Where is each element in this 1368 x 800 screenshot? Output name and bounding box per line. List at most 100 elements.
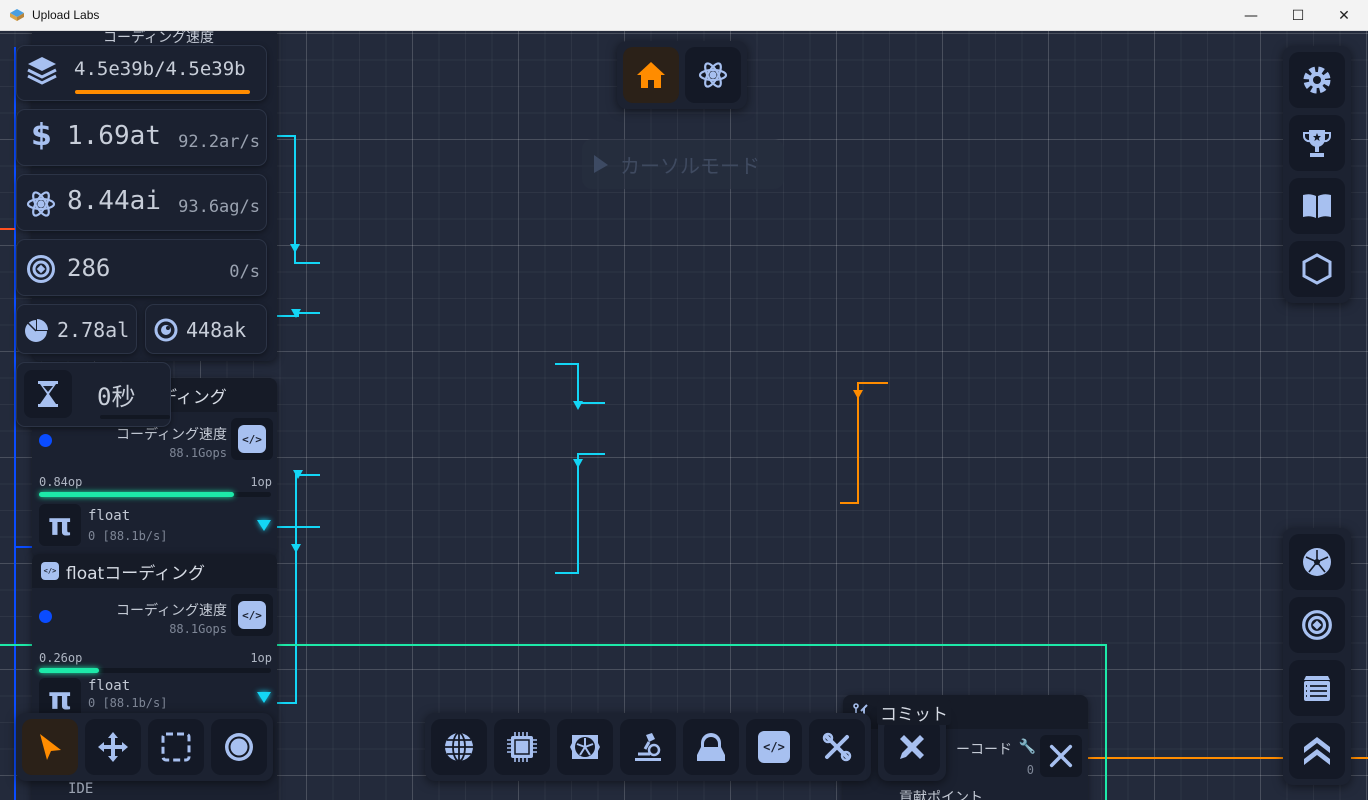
design-button[interactable] bbox=[884, 719, 940, 775]
progress-max: 1op bbox=[250, 475, 272, 489]
money-value: 1.69at bbox=[67, 121, 161, 151]
research-rate: 93.6ag/s bbox=[178, 197, 260, 217]
coding-progress-bar bbox=[39, 492, 271, 497]
node-title: コミット bbox=[877, 699, 951, 725]
gear-icon bbox=[1303, 66, 1331, 94]
cursor-mode-label: カーソルモード bbox=[620, 153, 760, 178]
research-panel: 8.44ai 93.6ag/s bbox=[16, 174, 267, 231]
dashed-square-icon bbox=[161, 732, 191, 762]
speed-label: コーディング速度 bbox=[115, 427, 227, 443]
storage-bar bbox=[75, 90, 250, 94]
hexagon-icon bbox=[1302, 253, 1332, 285]
target-coin-icon bbox=[1302, 610, 1332, 640]
sub-label: 貢献ポイント bbox=[899, 790, 983, 800]
tab-research[interactable] bbox=[685, 47, 741, 103]
research-lab-button[interactable] bbox=[620, 719, 676, 775]
pi-icon: π bbox=[48, 681, 72, 717]
network-button[interactable] bbox=[431, 719, 487, 775]
title-bar: Upload Labs — ☐ ✕ bbox=[0, 0, 1368, 31]
circle-tool-button[interactable] bbox=[211, 719, 267, 775]
coding-button[interactable]: </> bbox=[746, 719, 802, 775]
wire-arrow bbox=[293, 470, 303, 479]
cursor-icon bbox=[594, 155, 608, 173]
wire-arrow bbox=[573, 401, 583, 410]
speed-value: 88.1Gops bbox=[169, 446, 227, 460]
guide-button[interactable] bbox=[1289, 178, 1345, 234]
close-icon: ✕ bbox=[1338, 7, 1350, 24]
ruler-pencil-icon bbox=[900, 735, 924, 759]
code-icon: </> bbox=[238, 601, 266, 629]
right-bottom-toolbar bbox=[1283, 528, 1351, 785]
storage-panel: 4.5e39b/4.5e39b bbox=[16, 45, 267, 101]
node-canvas[interactable]: ディング コーディング速度 88.1Gops </> 0.84op 1op π … bbox=[0, 31, 1368, 800]
wire-arrow bbox=[573, 459, 583, 468]
output-pin[interactable] bbox=[257, 520, 271, 531]
select-tool-button[interactable] bbox=[22, 719, 78, 775]
wire-bitflag bbox=[555, 363, 605, 404]
eye-panel: 448ak bbox=[145, 304, 267, 354]
pie-panel: 2.78al bbox=[16, 304, 137, 354]
next-node-title: IDE bbox=[68, 781, 94, 797]
aperture-button[interactable] bbox=[1289, 534, 1345, 590]
output-label: float bbox=[88, 508, 131, 524]
hourglass-icon bbox=[38, 381, 58, 407]
hacker-button[interactable] bbox=[683, 719, 739, 775]
wire-arrow bbox=[290, 244, 300, 253]
tab-home[interactable] bbox=[623, 47, 679, 103]
storage-button[interactable] bbox=[1289, 660, 1345, 716]
code-icon: </> bbox=[238, 425, 266, 453]
timer-value: 0秒 bbox=[97, 383, 136, 411]
app-logo-icon bbox=[10, 9, 24, 21]
box-select-tool-button[interactable] bbox=[148, 719, 204, 775]
code-button[interactable]: </> bbox=[231, 418, 273, 460]
money-panel: $ 1.69at 92.2ar/s bbox=[16, 109, 267, 166]
upgrade-button[interactable] bbox=[1289, 723, 1345, 779]
status-dot bbox=[39, 610, 52, 623]
minimize-button[interactable]: — bbox=[1228, 0, 1274, 31]
output-value: 0 [88.1b/s] bbox=[88, 529, 168, 543]
status-dot bbox=[39, 434, 52, 447]
target-coin-icon bbox=[27, 255, 55, 283]
token-panel: 286 0/s bbox=[16, 239, 267, 296]
coding-progress-bar bbox=[39, 668, 271, 673]
node-title: floatコーディング bbox=[66, 563, 206, 584]
wrench-screwdriver-icon bbox=[822, 732, 852, 762]
hexagon-button[interactable] bbox=[1289, 241, 1345, 297]
token-button[interactable] bbox=[1289, 597, 1345, 653]
window-title: Upload Labs bbox=[32, 8, 100, 22]
wire-optcode bbox=[840, 382, 888, 504]
wrench-screwdriver-icon bbox=[1049, 744, 1073, 768]
cursor-mode-hint: カーソルモード bbox=[582, 139, 784, 189]
gpu-button[interactable] bbox=[557, 719, 613, 775]
bottom-tool-bar: </> bbox=[425, 713, 871, 781]
settings-button[interactable] bbox=[1289, 52, 1345, 108]
input-value: 0 bbox=[1026, 763, 1034, 777]
achievements-button[interactable] bbox=[1289, 115, 1345, 171]
close-button[interactable]: ✕ bbox=[1321, 0, 1367, 31]
maximize-icon: ☐ bbox=[1291, 7, 1305, 24]
token-value: 286 bbox=[67, 254, 111, 282]
eye-value: 448ak bbox=[186, 318, 247, 342]
double-chevron-up-icon bbox=[1304, 737, 1330, 765]
move-tool-button[interactable] bbox=[85, 719, 141, 775]
speed-value: 88.1Gops bbox=[169, 622, 227, 636]
code-button[interactable]: </> bbox=[231, 594, 273, 636]
maximize-button[interactable]: ☐ bbox=[1275, 0, 1321, 31]
eye-icon bbox=[154, 318, 178, 342]
cpu-button[interactable] bbox=[494, 719, 550, 775]
dollar-icon: $ bbox=[31, 118, 52, 153]
atom-icon bbox=[698, 62, 728, 88]
gpu-fan-icon bbox=[570, 735, 600, 759]
research-value: 8.44ai bbox=[67, 186, 161, 216]
float-icon-box: π bbox=[39, 504, 81, 546]
aperture-icon bbox=[1303, 548, 1331, 576]
output-pin[interactable] bbox=[257, 692, 271, 703]
code-icon: </> bbox=[41, 562, 59, 580]
circle-icon bbox=[225, 733, 253, 761]
microscope-icon bbox=[635, 733, 661, 761]
timer-bar bbox=[100, 415, 170, 419]
tools-button[interactable] bbox=[809, 719, 865, 775]
pie-value: 2.78al bbox=[57, 318, 130, 342]
minimize-icon: — bbox=[1244, 7, 1258, 24]
globe-icon bbox=[445, 732, 473, 762]
